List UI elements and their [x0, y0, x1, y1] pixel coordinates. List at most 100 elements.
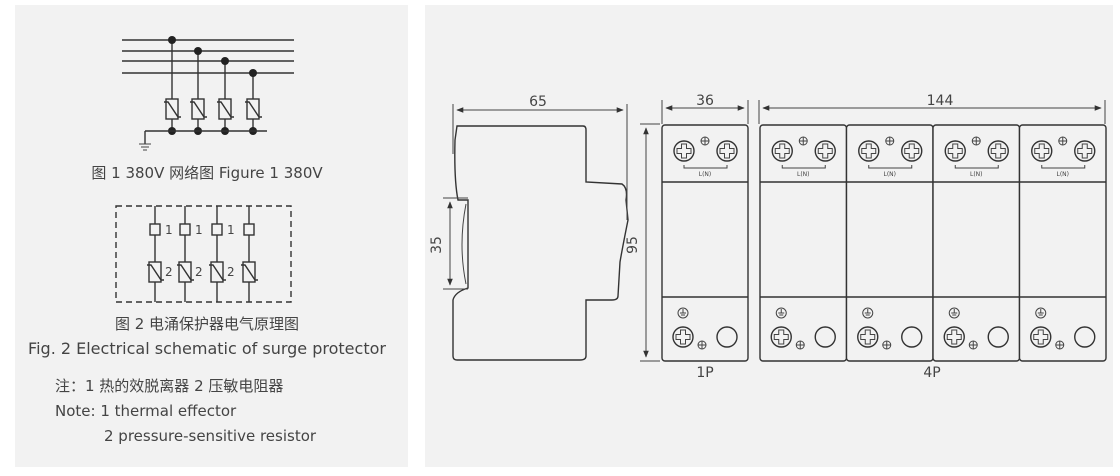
side-view-outline	[452, 125, 629, 361]
varistor	[218, 98, 232, 120]
screw-cross	[947, 143, 963, 159]
screw-terminal-icon	[771, 140, 793, 162]
junction-dot	[168, 36, 176, 44]
label-1p: 1P	[696, 365, 713, 381]
varistor-label: 2	[165, 265, 173, 279]
indicator-window	[987, 326, 1009, 348]
varistor-label: 2	[195, 265, 203, 279]
ground-terminal-icon	[948, 307, 960, 319]
indicator-window	[716, 326, 738, 348]
fuse-label: 1	[195, 223, 203, 237]
screw-cross	[773, 329, 789, 345]
terminal-label: L(N)	[970, 171, 983, 178]
varistor-slash	[164, 101, 181, 118]
screw-terminal-icon	[944, 140, 966, 162]
dim-width-1p-label: 36	[696, 93, 714, 109]
indicator-window	[901, 326, 923, 348]
varistor	[191, 98, 205, 120]
screw-cross	[817, 143, 833, 159]
varistor-label: 2	[227, 265, 235, 279]
module: L(N)	[845, 124, 934, 362]
screw-terminal-icon	[857, 326, 879, 348]
module-body	[759, 124, 848, 362]
ground-terminal-icon	[862, 307, 874, 319]
terminal-bracket	[683, 165, 728, 169]
screw-terminal-icon	[814, 140, 836, 162]
note-en-1: Note: 1 thermal effector	[55, 402, 237, 420]
screw-terminal-icon	[716, 140, 738, 162]
terminal-mark-cross	[885, 137, 894, 145]
varistor	[210, 261, 224, 283]
module-body	[1018, 124, 1107, 362]
thermal-fuse	[149, 223, 161, 236]
note-cn: 注：1 热的效脱离器 2 压敏电阻器	[55, 377, 283, 395]
terminal-label: L(N)	[699, 171, 712, 178]
label-4p: 4P	[923, 365, 940, 381]
ground-symbol	[951, 309, 958, 316]
varistor-slash	[209, 264, 226, 281]
terminal-mark-cross	[799, 137, 808, 145]
terminal-mark-cross	[882, 341, 891, 349]
varistor	[178, 261, 192, 283]
module-body	[932, 124, 1021, 362]
terminal-mark-cross	[701, 137, 709, 145]
screw-terminal-icon	[672, 326, 694, 348]
varistor-slash	[147, 264, 164, 281]
terminal-bracket	[781, 165, 826, 169]
varistor-slash	[190, 101, 207, 118]
terminal-mark-cross	[1055, 341, 1064, 349]
dim-rail-label: 35	[429, 236, 445, 254]
junction-dot	[194, 47, 202, 55]
figure-2-caption-en: Fig. 2 Electrical schematic of surge pro…	[28, 339, 386, 358]
screw-cross	[904, 143, 920, 159]
dim-depth-label: 65	[529, 94, 547, 110]
din-rail-notch	[461, 203, 467, 285]
module-body	[661, 124, 749, 362]
front-views: 36 144 1P 4P L(N) L(N) L(N) L(N) L(N)	[661, 93, 1107, 381]
dashed-enclosure	[115, 205, 292, 303]
junction-dot	[221, 57, 229, 65]
screw-cross	[946, 329, 962, 345]
side-view: 65 35 95	[429, 94, 660, 362]
screw-cross	[719, 143, 735, 159]
screw-terminal-icon	[770, 326, 792, 348]
screw-cross	[861, 143, 877, 159]
terminal-label: L(N)	[797, 171, 810, 178]
module-body	[845, 124, 934, 362]
screw-cross	[774, 143, 790, 159]
thermal-fuse	[243, 223, 255, 236]
ground-terminal-icon	[677, 307, 689, 319]
indicator-window	[1074, 326, 1096, 348]
thermal-fuse	[211, 223, 223, 236]
ground-symbol	[864, 309, 871, 316]
screw-cross	[1034, 143, 1050, 159]
screw-terminal-icon	[673, 140, 695, 162]
terminal-bracket	[954, 165, 999, 169]
screw-terminal-icon	[858, 140, 880, 162]
indicator-window	[814, 326, 836, 348]
fuse-label: 1	[227, 223, 235, 237]
screw-cross	[1033, 329, 1049, 345]
terminal-bracket	[868, 165, 913, 169]
terminal-mark-cross	[698, 341, 706, 349]
module: L(N)	[759, 124, 848, 362]
varistor-slash	[217, 101, 234, 118]
varistor-slash	[241, 264, 258, 281]
screw-terminal-icon	[1074, 140, 1096, 162]
screw-terminal-icon	[901, 140, 923, 162]
module: L(N)	[661, 124, 749, 362]
screw-cross	[860, 329, 876, 345]
figure-1-network-diagram	[122, 36, 294, 151]
screw-terminal-icon	[987, 140, 1009, 162]
thermal-fuse	[179, 223, 191, 236]
module: L(N)	[1018, 124, 1107, 362]
dim-width-4p-label: 144	[927, 93, 954, 109]
terminal-mark-cross	[972, 137, 981, 145]
ground-symbol	[1037, 309, 1044, 316]
screw-terminal-icon	[1030, 326, 1052, 348]
terminal-mark-cross	[796, 341, 805, 349]
screw-cross	[1077, 143, 1093, 159]
figure-2-caption-cn: 图 2 电涌保护器电气原理图	[115, 315, 299, 333]
figure-1-caption: 图 1 380V 网络图 Figure 1 380V	[91, 164, 323, 182]
